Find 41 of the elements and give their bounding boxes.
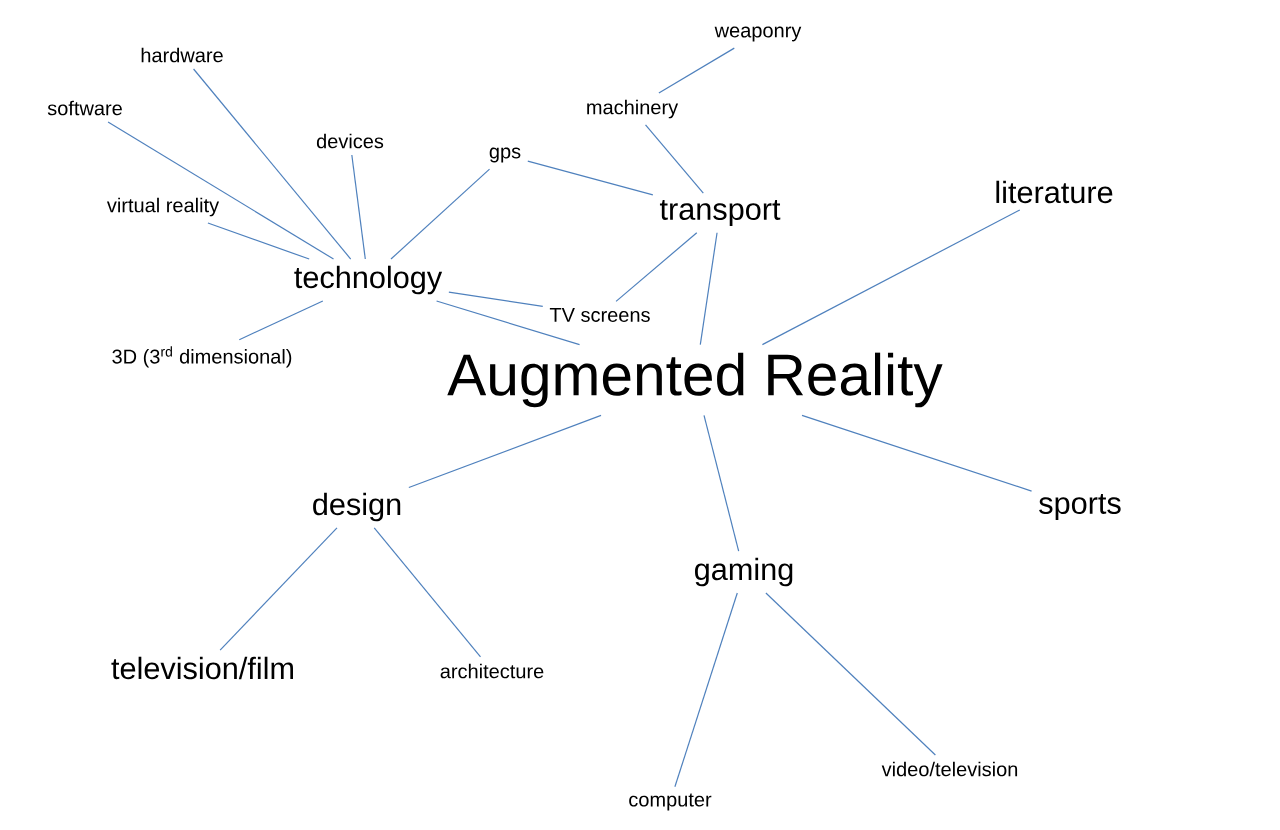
topic-label: weaponry (714, 26, 802, 42)
connector-line (219, 527, 338, 651)
topic-label: machinery (587, 99, 679, 119)
topic-label: virtual reality (106, 197, 220, 217)
topic-label: computer (629, 793, 712, 811)
connector-line (699, 232, 718, 346)
connector-line (615, 232, 698, 302)
connector-line (435, 300, 581, 346)
topic-label: literature (996, 180, 1113, 204)
connector-line (448, 291, 544, 307)
topic-label: sports (1039, 493, 1121, 521)
topic-label: gaming (695, 557, 793, 587)
topic-label: devices (316, 133, 384, 149)
topic-label: hardware (141, 47, 223, 63)
connector-line (408, 414, 602, 489)
topic-label: gps (489, 147, 521, 163)
connector-line (193, 68, 352, 260)
topic-label: television/film (111, 656, 293, 680)
connector-line (107, 121, 335, 260)
topic-label: video/television (881, 761, 1018, 777)
topic-label: transport (659, 199, 781, 227)
connector-line (390, 168, 491, 260)
topic-label: Augmented Reality (447, 352, 943, 408)
connector-line (527, 160, 654, 196)
connector-line (765, 592, 936, 756)
topic-label: software (47, 100, 122, 116)
topic-label: design (313, 492, 401, 522)
topic-label: architecture (440, 663, 544, 679)
connector-line (703, 414, 740, 552)
connector-line (658, 47, 735, 94)
connector-line (351, 154, 366, 260)
connector-line (674, 592, 738, 788)
topic-label: technology (294, 265, 443, 295)
connector-line (207, 222, 310, 260)
connector-line (801, 414, 1033, 492)
connector-line (761, 209, 1021, 346)
connector-line (238, 300, 324, 341)
connector-line (644, 124, 704, 194)
connector-line (373, 527, 482, 658)
topic-label: TV screens (549, 308, 650, 322)
topic-label: 3D (3$^{rd}$ dimensional) (112, 346, 292, 368)
